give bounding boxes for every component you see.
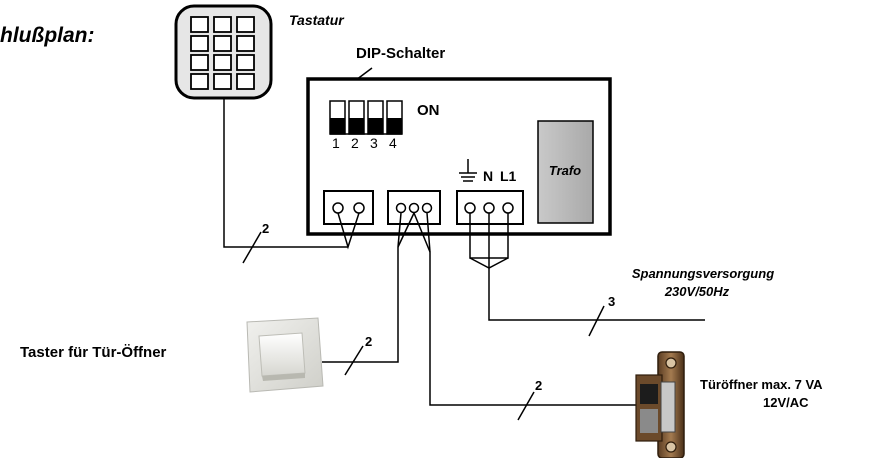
keypad-keys-icon <box>190 16 255 90</box>
ground-icon <box>459 159 477 182</box>
wiring <box>223 98 705 406</box>
dip-on-label: ON <box>417 102 440 119</box>
dip-number-3: 3 <box>370 135 378 151</box>
terminal-n-label: N <box>483 168 493 184</box>
keypad-cable <box>223 98 348 248</box>
button-cable <box>322 247 399 363</box>
button-label: Taster für Tür-Öffner <box>20 344 167 361</box>
door-opener-icon <box>635 351 685 458</box>
power-supply-label: Spannungsversorgung <box>632 266 774 281</box>
wire-count-marks <box>242 231 605 421</box>
dip-number-2: 2 <box>351 135 359 151</box>
dip-switch-label: DIP-Schalter <box>356 45 445 62</box>
dip-switch-block <box>329 100 403 135</box>
keypad-wire-count: 2 <box>262 221 269 236</box>
keypad <box>174 4 273 100</box>
dip-number-row: 1 2 3 4 <box>332 135 397 151</box>
power-wire-count: 3 <box>608 294 615 309</box>
transformer <box>537 120 594 224</box>
door-button-icon <box>246 317 324 393</box>
terminal-l1-label: L1 <box>500 168 517 184</box>
output-terminal-block <box>387 190 441 225</box>
dip-number-1: 1 <box>332 135 340 151</box>
opener-wire-count: 2 <box>535 378 542 393</box>
door-opener-voltage: 12V/AC <box>763 395 809 410</box>
keypad-label: Tastatur <box>289 12 345 28</box>
page-title: hlußplan: <box>0 24 94 47</box>
mains-terminal-block <box>456 190 524 225</box>
button-wire-count: 2 <box>365 334 372 349</box>
door-opener-label: Türöffner max. 7 VA <box>700 377 823 392</box>
keypad-terminal-block <box>323 190 374 225</box>
transformer-label: Trafo <box>549 163 581 178</box>
opener-cable <box>429 252 636 406</box>
power-voltage-label: 230V/50Hz <box>664 284 730 299</box>
mains-cable <box>488 258 705 321</box>
dip-number-4: 4 <box>389 135 397 151</box>
